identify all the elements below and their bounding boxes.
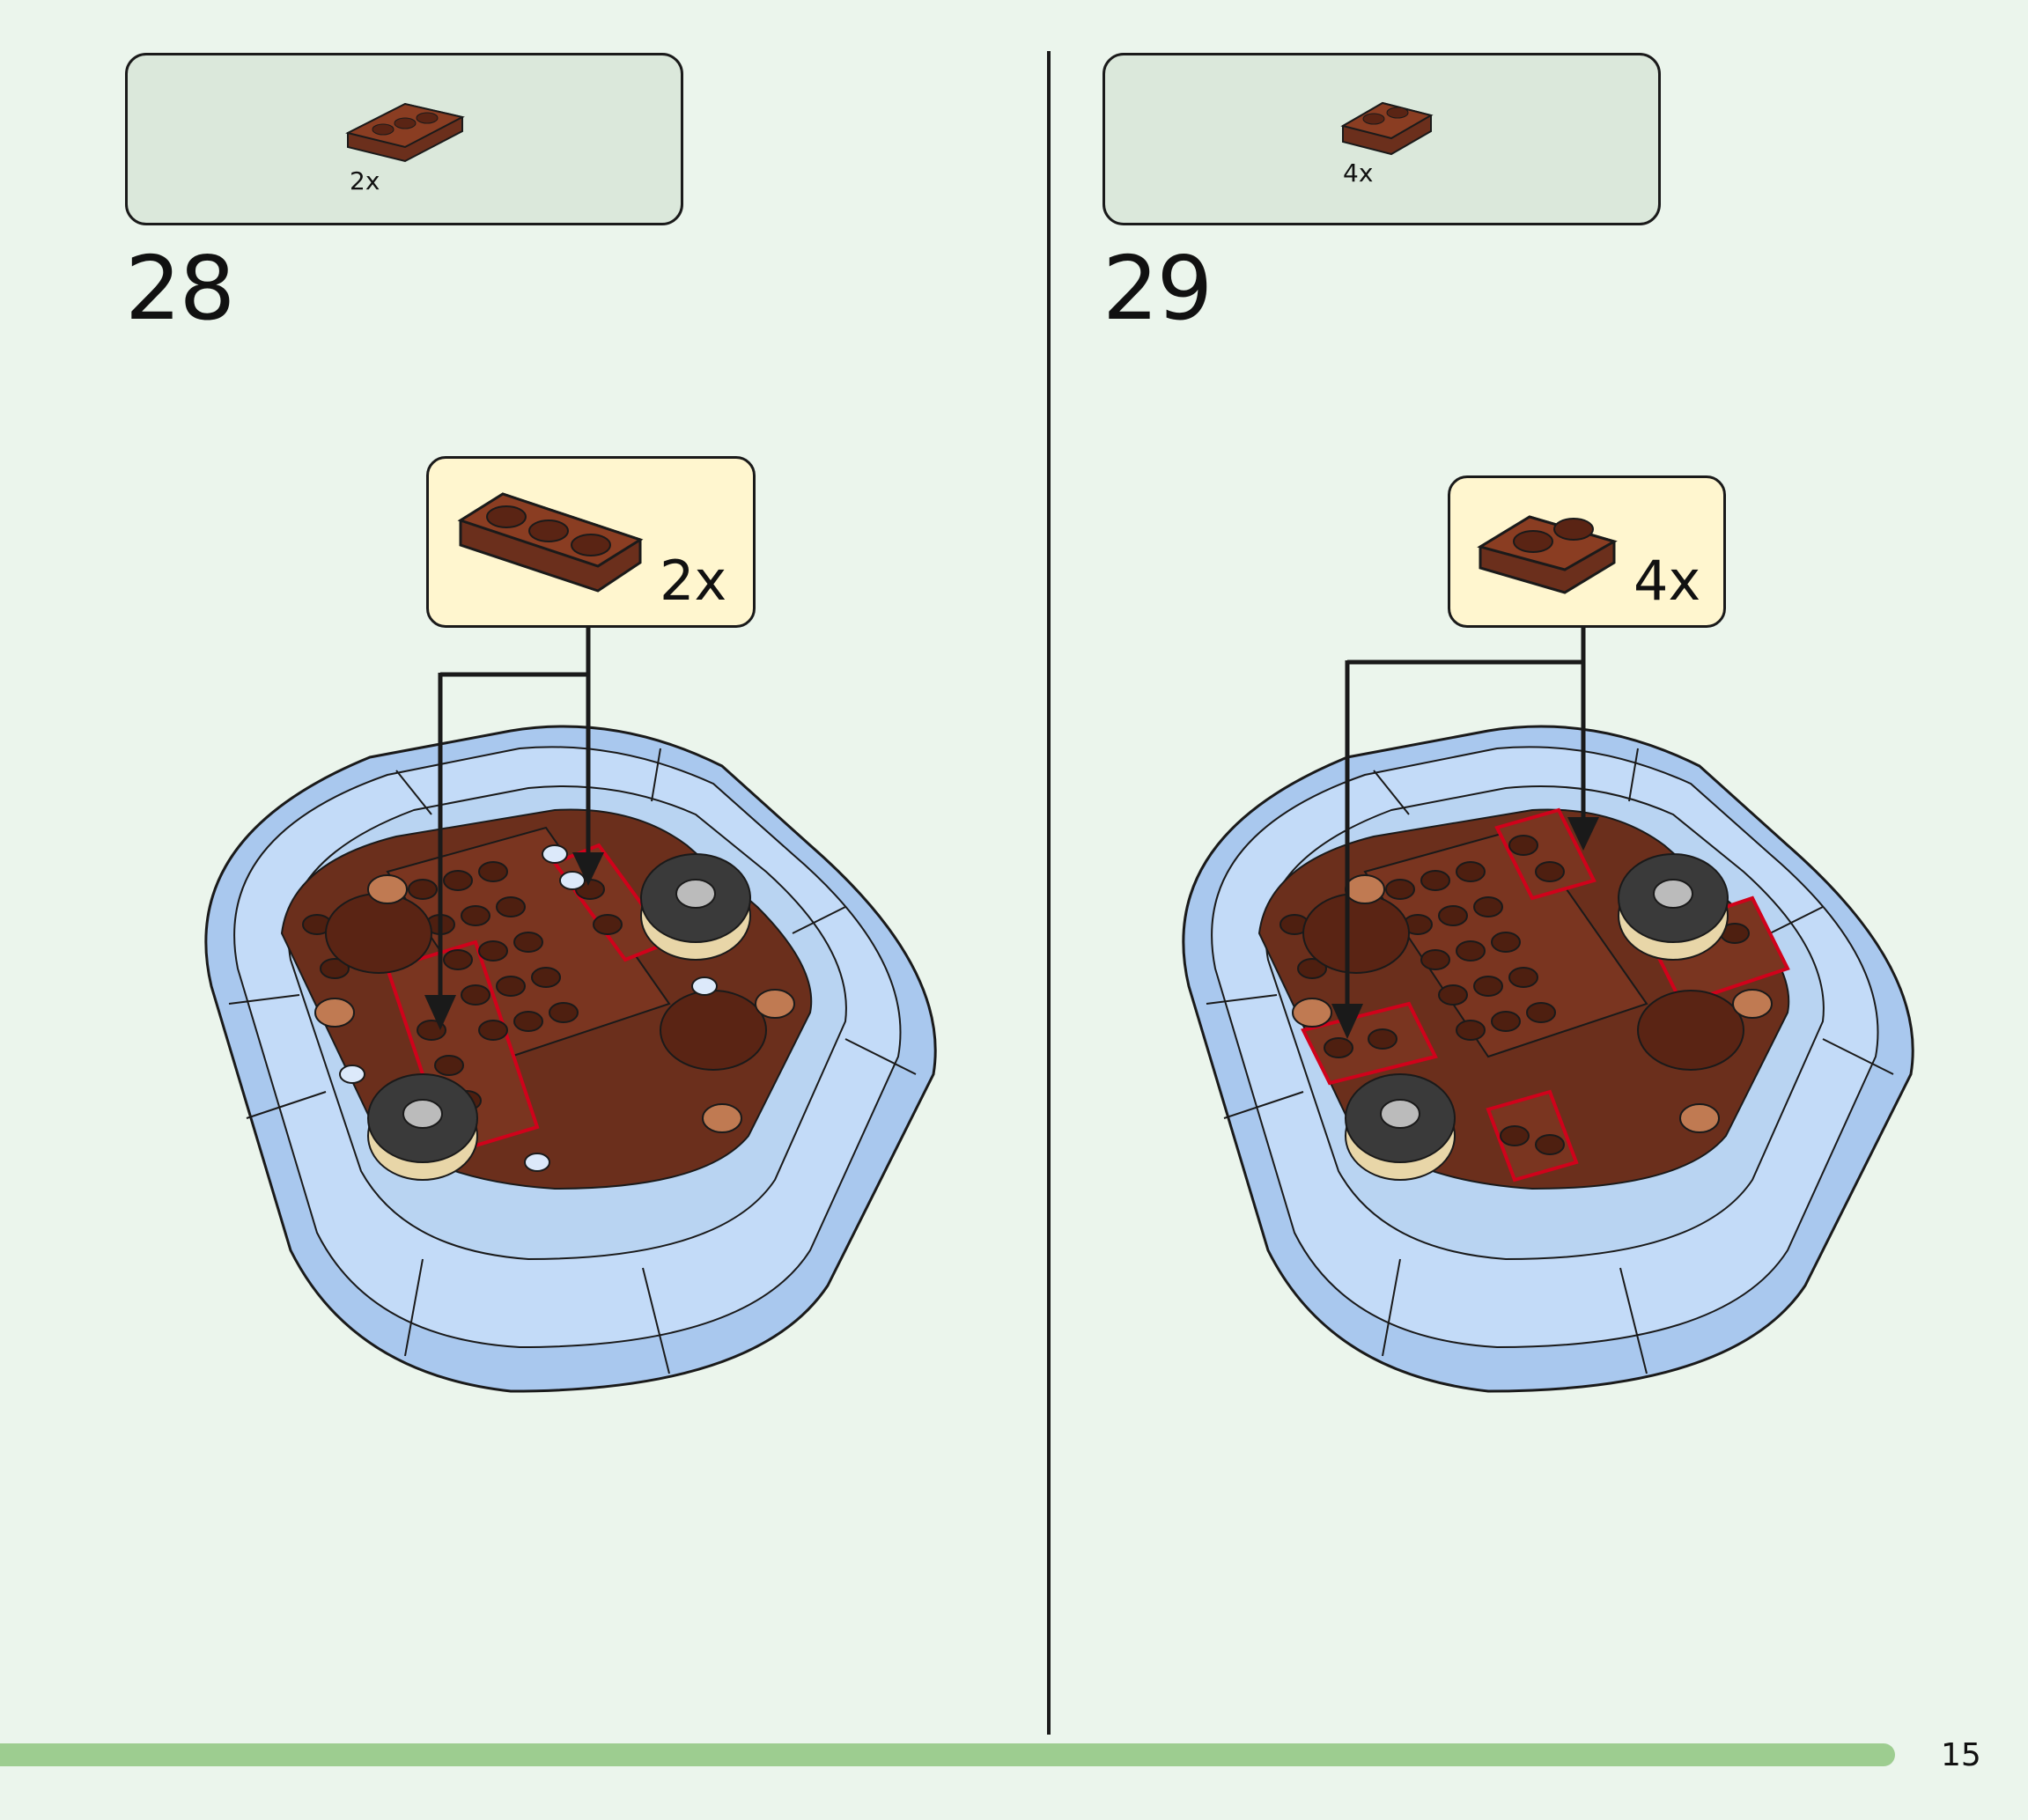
- brick-1x2-plate-icon: [1477, 515, 1618, 594]
- step-number-28: 28: [125, 237, 235, 340]
- step-number-29: 29: [1102, 237, 1213, 340]
- page-number: 15: [1941, 1737, 1981, 1773]
- parts-quantity-step-29: 4x: [1343, 158, 1373, 188]
- parts-list-box-step-28: 2x: [125, 53, 683, 225]
- brick-1x2-plate-icon: 4x: [1340, 101, 1434, 188]
- parts-list-box-step-29: 4x: [1102, 53, 1661, 225]
- callout-box-step-28: 2x: [426, 456, 756, 628]
- step-divider: [1047, 51, 1051, 1735]
- brick-1x3-plate-icon: 2x: [345, 102, 465, 195]
- callout-quantity-step-28: 2x: [660, 549, 727, 613]
- model-illustration-step-28: [204, 628, 937, 1393]
- brick-1x3-plate-icon: [457, 492, 644, 593]
- callout-box-step-29: 4x: [1448, 475, 1726, 628]
- progress-bar: [0, 1743, 1895, 1766]
- model-illustration-step-29: [1182, 628, 1914, 1393]
- parts-quantity-step-28: 2x: [350, 166, 380, 195]
- callout-quantity-step-29: 4x: [1633, 549, 1701, 613]
